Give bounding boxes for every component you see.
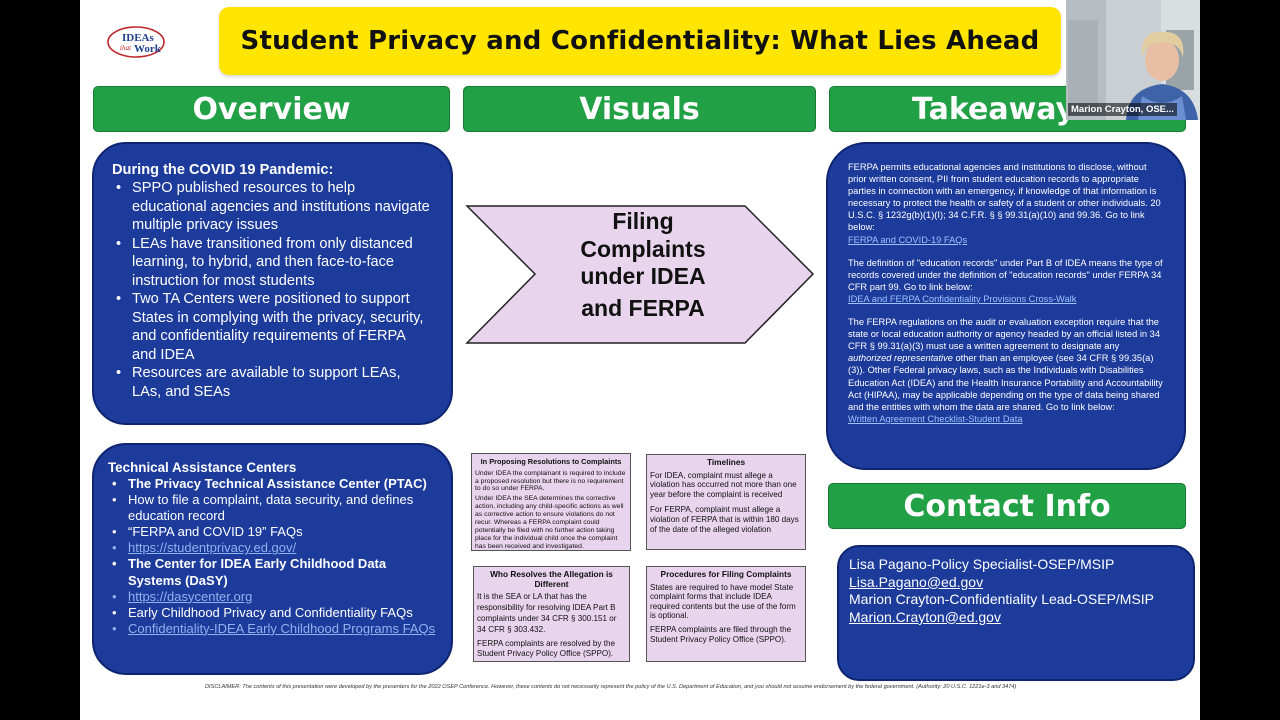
- takeaways-text: FERPA permits educational agencies and i…: [848, 161, 1164, 425]
- slide: IDEAs that Work Student Privacy and Conf…: [80, 0, 1200, 720]
- overview-item: LEAs have transitioned from only distanc…: [112, 235, 433, 291]
- ta-item: Early Childhood Privacy and Confidential…: [108, 605, 437, 621]
- email-link-pagano[interactable]: Lisa.Pagano@ed.gov: [849, 573, 984, 590]
- takeaway-emphasis: authorized representative: [848, 353, 953, 364]
- ta-item-ptac: The Privacy Technical Assistance Center …: [108, 476, 437, 492]
- resolutions-text: Under IDEA the complainant is required t…: [475, 469, 626, 493]
- logo-text-that: that: [120, 44, 132, 52]
- arrow-line: Filing: [612, 208, 674, 234]
- link-ferpa-covid-faqs[interactable]: FERPA and COVID-19 FAQs: [848, 234, 968, 245]
- participant-video-feed: [1066, 0, 1200, 120]
- takeaway-text: FERPA permits educational agencies and i…: [848, 162, 1161, 233]
- link-studentprivacy[interactable]: https://studentprivacy.ed.gov/: [108, 540, 437, 556]
- visuals-header: Visuals: [463, 86, 816, 132]
- link-idea-ferpa-crosswalk[interactable]: IDEA and FERPA Confidentiality Provision…: [848, 293, 1077, 304]
- disclaimer: DISCLAIMER: The contents of this present…: [205, 684, 1017, 690]
- who-resolves-heading: Who Resolves the Allegation is Different: [490, 569, 613, 589]
- logo-text-ideas: IDEAs: [122, 32, 155, 44]
- procedures-text: States are required to have model State …: [650, 582, 796, 621]
- takeaway-text: The FERPA regulations on the audit or ev…: [848, 317, 1160, 352]
- ta-centers-box: Technical Assistance Centers The Privacy…: [92, 443, 453, 675]
- contact-line: Lisa Pagano-Policy Specialist-OSEP/MSIP: [849, 556, 1115, 572]
- procedures-text: FERPA complaints are filed through the S…: [650, 624, 792, 644]
- overview-lead: During the COVID 19 Pandemic:: [112, 162, 334, 178]
- overview-header: Overview: [93, 86, 450, 132]
- timelines-box: Timelines For IDEA, complaint must alleg…: [646, 454, 806, 550]
- link-confidentiality-faqs[interactable]: Confidentiality-IDEA Early Childhood Pro…: [108, 621, 437, 637]
- contact-text: Lisa Pagano-Policy Specialist-OSEP/MSIP …: [849, 556, 1183, 626]
- overview-item: SPPO published resources to help educati…: [112, 179, 433, 235]
- contact-box: Lisa Pagano-Policy Specialist-OSEP/MSIP …: [837, 545, 1195, 681]
- ta-item-dasy: The Center for IDEA Early Childhood Data…: [108, 556, 437, 588]
- takeaways-box: FERPA permits educational agencies and i…: [826, 142, 1186, 470]
- arrow-text: Filing Complaints under IDEA and FERPA: [545, 208, 741, 322]
- participant-name-label: Marion Crayton, OSE...: [1068, 103, 1177, 116]
- logo-text-work: Work: [134, 43, 162, 55]
- arrow-line: and FERPA: [581, 294, 705, 321]
- ta-item: How to file a complaint, data security, …: [108, 492, 437, 524]
- filing-complaints-arrow: Filing Complaints under IDEA and FERPA: [465, 204, 815, 345]
- contact-line: Marion Crayton-Confidentiality Lead-OSEP…: [849, 591, 1155, 608]
- procedures-box: Procedures for Filing Complaints States …: [646, 566, 806, 662]
- timelines-text: For FERPA, complaint must allege a viola…: [650, 505, 799, 534]
- video-tile[interactable]: Marion Crayton, OSE...: [1066, 0, 1200, 120]
- link-written-agreement-checklist[interactable]: Written Agreement Checklist-Student Data: [848, 413, 1023, 424]
- ideas-that-work-logo: IDEAs that Work: [106, 24, 172, 60]
- email-link-crayton[interactable]: Marion.Crayton@ed.gov: [849, 608, 1001, 625]
- contact-header: Contact Info: [828, 483, 1186, 529]
- who-resolves-text: FERPA complaints are resolved by the Stu…: [477, 639, 615, 658]
- overview-header-text: Overview: [192, 91, 351, 127]
- who-resolves-box: Who Resolves the Allegation is Different…: [473, 566, 630, 662]
- arrow-line: under IDEA: [580, 263, 706, 289]
- ta-centers-lead: Technical Assistance Centers: [108, 460, 297, 475]
- resolutions-text: Under IDEA the SEA determines the correc…: [475, 495, 624, 550]
- takeaway-paragraph: FERPA permits educational agencies and i…: [848, 161, 1164, 246]
- ta-item: “FERPA and COVID 19” FAQs: [108, 524, 437, 540]
- visuals-header-text: Visuals: [579, 91, 700, 127]
- overview-box: During the COVID 19 Pandemic: SPPO publi…: [92, 142, 453, 425]
- slide-title: Student Privacy and Confidentiality: Wha…: [240, 26, 1040, 56]
- timelines-text: For IDEA, complaint must allege a violat…: [650, 470, 797, 499]
- takeaway-paragraph: The FERPA regulations on the audit or ev…: [848, 316, 1164, 425]
- contact-header-text: Contact Info: [903, 488, 1111, 524]
- chevron-arrow-shape: [465, 205, 815, 344]
- link-dasycenter[interactable]: https://dasycenter.org: [108, 589, 437, 605]
- overview-list: SPPO published resources to help educati…: [112, 179, 433, 401]
- who-resolves-text: It is the SEA or LA that has the respons…: [477, 592, 617, 634]
- ta-centers-list: The Privacy Technical Assistance Center …: [108, 476, 437, 637]
- overview-item: Resources are available to support LEAs,…: [112, 364, 433, 401]
- takeaways-header-text: Takeaways: [912, 91, 1094, 127]
- takeaway-text: The definition of "education records" un…: [848, 257, 1163, 292]
- title-banner: Student Privacy and Confidentiality: Wha…: [219, 7, 1061, 75]
- procedures-heading: Procedures for Filing Complaints: [660, 569, 792, 579]
- overview-item: Two TA Centers were positioned to suppor…: [112, 290, 433, 364]
- timelines-heading: Timelines: [706, 457, 746, 467]
- arrow-line: Complaints: [580, 235, 706, 262]
- takeaway-paragraph: The definition of "education records" un…: [848, 257, 1164, 305]
- takeaway-text: other than an employee (see 34 CFR § 99.…: [848, 353, 1163, 412]
- resolutions-heading: In Proposing Resolutions to Complaints: [480, 457, 622, 466]
- resolutions-box: In Proposing Resolutions to Complaints U…: [471, 453, 631, 551]
